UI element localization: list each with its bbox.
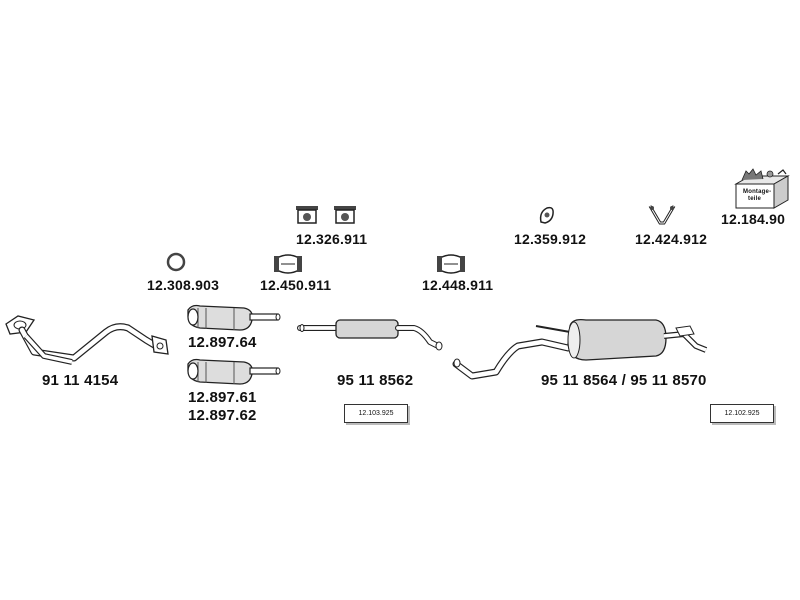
label-rear-silencer: 95 11 8564 / 95 11 8570 [541,372,707,389]
kit-rear-label: 12.102.925 [724,410,760,417]
rubber-mount-icon [296,206,318,224]
middle-silencer-icon [297,319,443,351]
clamp-icon [274,254,302,274]
label-cat-a: 12.897.64 [188,334,257,351]
rear-silencer-icon [452,318,708,380]
clamp-icon [437,254,465,274]
kit-rear-box: 12.102.925 [710,404,774,423]
label-mounting-kit: 12.184.90 [721,211,786,227]
label-rubber-mounts: 12.326.911 [296,231,368,247]
catalytic-converter-icon [187,304,281,331]
hanger-icon [539,206,554,224]
label-v-bracket: 12.424.912 [635,231,708,247]
label-seal-ring: 12.308.903 [147,277,220,293]
mounting-kit-box-icon [734,168,790,209]
label-front-pipe: 91 11 4154 [42,372,119,389]
label-cat-c: 12.897.62 [188,407,257,424]
rubber-mount-icon [334,206,356,224]
kit-box-label-1: Montage- [743,189,772,195]
seal-ring-icon [166,252,186,272]
kit-middle-label: 12.103.925 [358,410,394,417]
label-clamp-b: 12.448.911 [422,277,494,293]
label-hanger: 12.359.912 [514,231,587,247]
kit-middle-box: 12.103.925 [344,404,408,423]
label-clamp-a: 12.450.911 [260,277,332,293]
label-middle-silencer: 95 11 8562 [337,372,414,389]
kit-box-label-2: teile [748,196,762,202]
front-pipe-icon [5,315,169,365]
catalytic-converter-icon [187,358,281,385]
v-bracket-icon [648,205,676,225]
label-cat-b: 12.897.61 [188,389,257,406]
